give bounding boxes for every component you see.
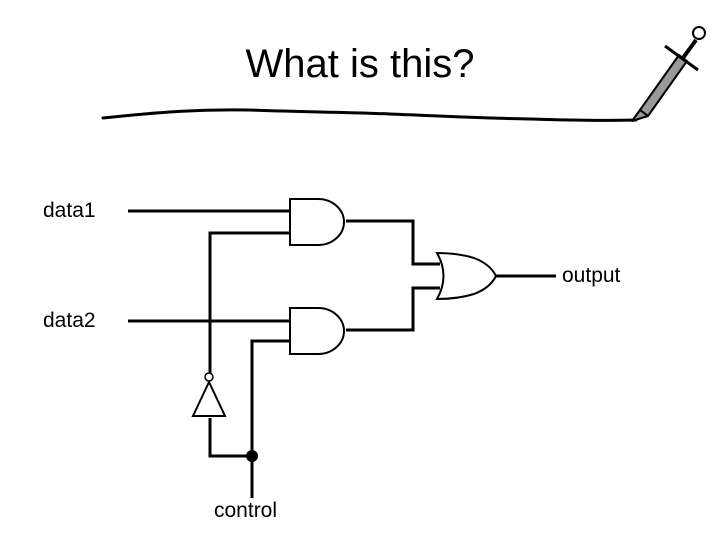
wire-control-to-and2 bbox=[250, 339, 290, 498]
wire-and1-to-or bbox=[346, 219, 440, 266]
or-gate bbox=[435, 251, 498, 301]
and-gate-upper bbox=[289, 198, 345, 246]
and-gate-lower bbox=[289, 307, 345, 355]
junction-dot bbox=[246, 450, 258, 462]
title-underline bbox=[101, 108, 638, 122]
sword-icon bbox=[631, 26, 706, 122]
wire-control-to-inverter bbox=[208, 418, 252, 458]
label-control: control bbox=[214, 499, 278, 522]
not-gate bbox=[191, 372, 227, 417]
label-data1: data1 bbox=[43, 199, 96, 222]
slide-title: What is this? bbox=[245, 42, 475, 86]
label-output: output bbox=[562, 264, 621, 287]
label-data2: data2 bbox=[43, 309, 96, 332]
wire-and2-to-or bbox=[346, 286, 440, 332]
wire-inverter-to-and1 bbox=[208, 231, 290, 374]
